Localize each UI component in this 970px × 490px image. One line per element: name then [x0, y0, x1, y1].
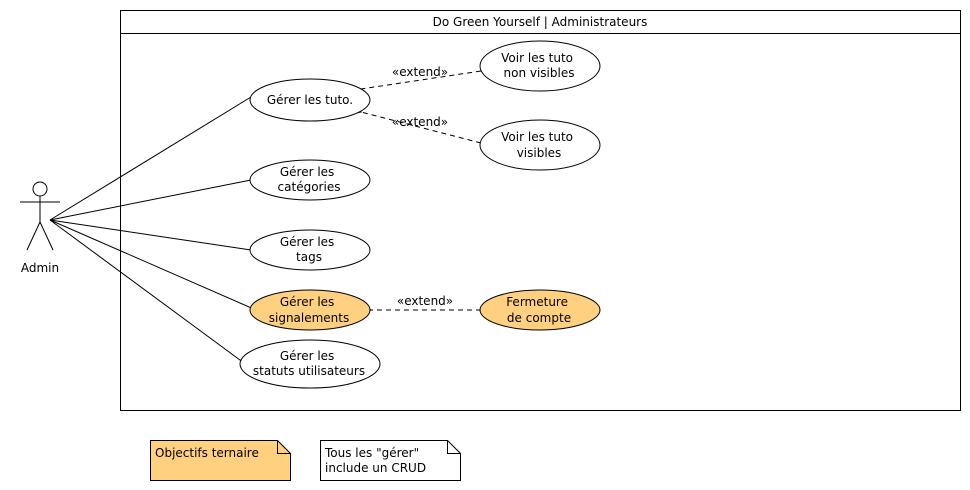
- note-text: Objectifs ternaire: [155, 446, 259, 460]
- extend-label-non-visibles: «extend»: [392, 65, 448, 79]
- use-case-label: Fermeture de compte: [506, 295, 572, 325]
- use-case-gerer-signalements[interactable]: Gérer les signalements: [249, 289, 371, 331]
- use-case-label: Gérer les catégories: [278, 165, 341, 194]
- use-case-voir-non-visibles[interactable]: Voir les tuto non visibles: [479, 40, 601, 92]
- associations: [49, 96, 257, 364]
- extend-line-visibles: [361, 112, 482, 144]
- association-gerer-signalements: [49, 219, 257, 311]
- use-case-label: Gérer les tuto.: [267, 93, 353, 107]
- use-case-gerer-tags[interactable]: Gérer les tags: [249, 229, 371, 271]
- actor-admin[interactable]: Admin: [20, 181, 60, 275]
- use-case-fermeture-compte[interactable]: Fermeture de compte: [479, 289, 601, 331]
- use-case-gerer-statuts[interactable]: Gérer les statuts utilisateurs: [239, 339, 381, 389]
- actor-figure-icon: [20, 181, 60, 251]
- use-case-label: Gérer les tags: [280, 235, 338, 264]
- extend-label-fermeture: «extend»: [397, 294, 453, 308]
- system-title: Do Green Yourself | Administrateurs: [433, 15, 648, 29]
- use-case-label: Voir les tuto visibles: [501, 130, 577, 160]
- use-case-voir-visibles[interactable]: Voir les tuto visibles: [479, 119, 601, 171]
- extend-label-visibles: «extend»: [392, 115, 448, 129]
- association-gerer-tuto: [49, 96, 252, 221]
- note-objectifs-ternaire: Objectifs ternaire: [150, 440, 291, 481]
- association-gerer-statuts: [49, 219, 245, 364]
- extend-line-non-visibles: [361, 70, 482, 89]
- note-text: Tous les "gérer" include un CRUD: [324, 446, 426, 475]
- use-case-label: Gérer les signalements: [269, 295, 350, 325]
- use-case-gerer-tuto[interactable]: Gérer les tuto.: [249, 78, 371, 122]
- use-case-label: Voir les tuto non visibles: [501, 51, 577, 80]
- association-gerer-categories: [49, 179, 252, 221]
- use-case-label: Gérer les statuts utilisateurs: [253, 349, 365, 378]
- note-crud: Tous les "gérer" include un CRUD: [320, 440, 461, 481]
- association-gerer-tags: [49, 219, 252, 251]
- extend-relations: [361, 70, 482, 310]
- actor-label: Admin: [21, 261, 59, 275]
- use-case-gerer-categories[interactable]: Gérer les catégories: [249, 159, 371, 201]
